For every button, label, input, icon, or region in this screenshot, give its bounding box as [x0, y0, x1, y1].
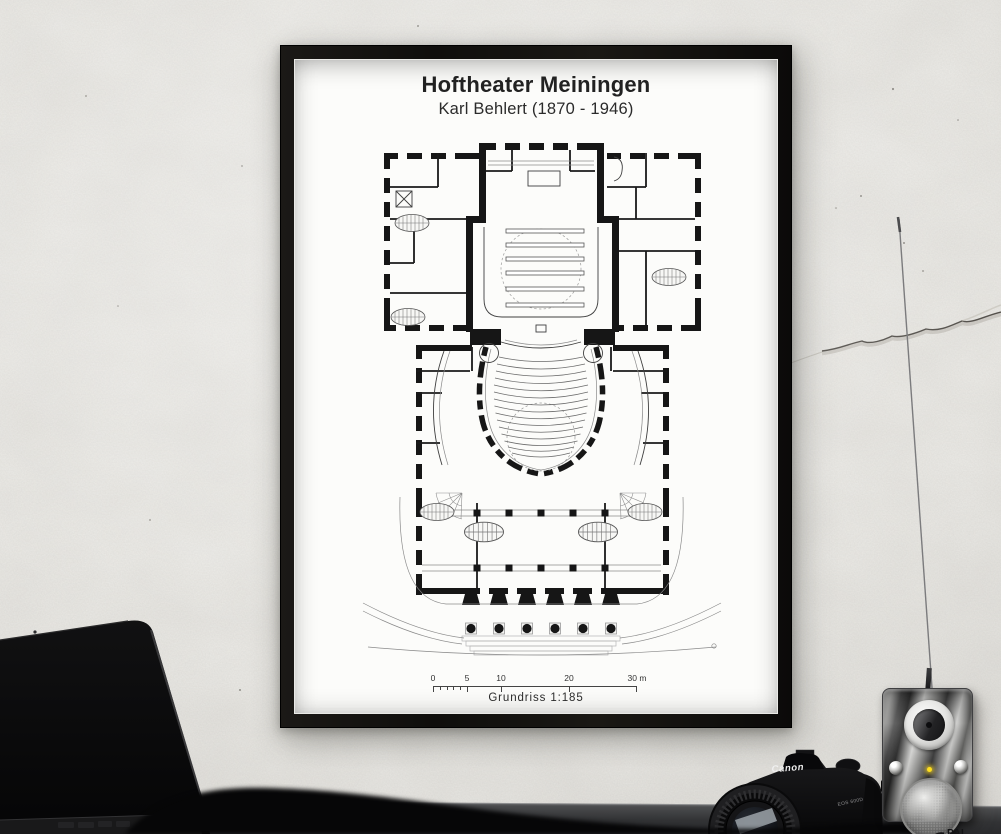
radio-knob-left: [889, 761, 903, 775]
camera-grip: [860, 778, 881, 834]
radio-tuning-dial: [904, 700, 954, 750]
plan-interior-walls: [390, 150, 695, 588]
scale-tick-label: 5: [464, 673, 470, 683]
floor-plan-drawing: [362, 143, 722, 656]
radio-power-led: [927, 767, 932, 772]
scale-tick-label: 20: [564, 673, 574, 683]
poster-subtitle: Karl Behlert (1870 - 1946): [438, 100, 634, 118]
plan-portico: [362, 496, 722, 656]
laptop-webcam-icon: [33, 630, 37, 634]
plan-stage: [395, 156, 623, 333]
plan-corner-stairs: [435, 492, 647, 520]
scale-line: [433, 686, 637, 687]
plan-auditorium: [433, 339, 649, 520]
plan-foyer: [422, 509, 661, 605]
laptop-screen: [0, 620, 210, 834]
camera-pentaprism: [782, 753, 824, 770]
radio-speaker-grille: [900, 778, 962, 834]
plan-scale-caption: Grundriss 1:185: [488, 692, 584, 704]
scale-tick-label: 0: [430, 673, 436, 683]
poster-title: Hoftheater Meiningen: [421, 72, 651, 97]
plan-window-gaps: [384, 143, 701, 594]
lens-reflection: [735, 808, 777, 834]
scale-bar: 0 5 10 20 30 m: [430, 673, 646, 697]
radio-body: Tivoli Audio PAL: [882, 688, 973, 834]
laptop-screen-edge: [150, 629, 206, 811]
poster: Hoftheater Meiningen Karl Behlert (1870 …: [294, 59, 778, 714]
camera-model-label: EOS 600D: [837, 797, 864, 808]
laptop-keys: [58, 821, 130, 828]
portable-radio: Tivoli Audio PAL: [877, 666, 983, 834]
wall-specks: [85, 25, 959, 691]
radio-model-label: PAL: [947, 828, 968, 834]
radio-knob-right: [954, 760, 968, 774]
picture-frame: Hoftheater Meiningen Karl Behlert (1870 …: [280, 45, 792, 728]
scale-tick-label: 30 m: [627, 673, 647, 683]
plan-seating-rows: [493, 356, 589, 458]
scale-tick-label: 10: [496, 673, 506, 683]
camera-brand-label: Canon: [771, 762, 804, 775]
